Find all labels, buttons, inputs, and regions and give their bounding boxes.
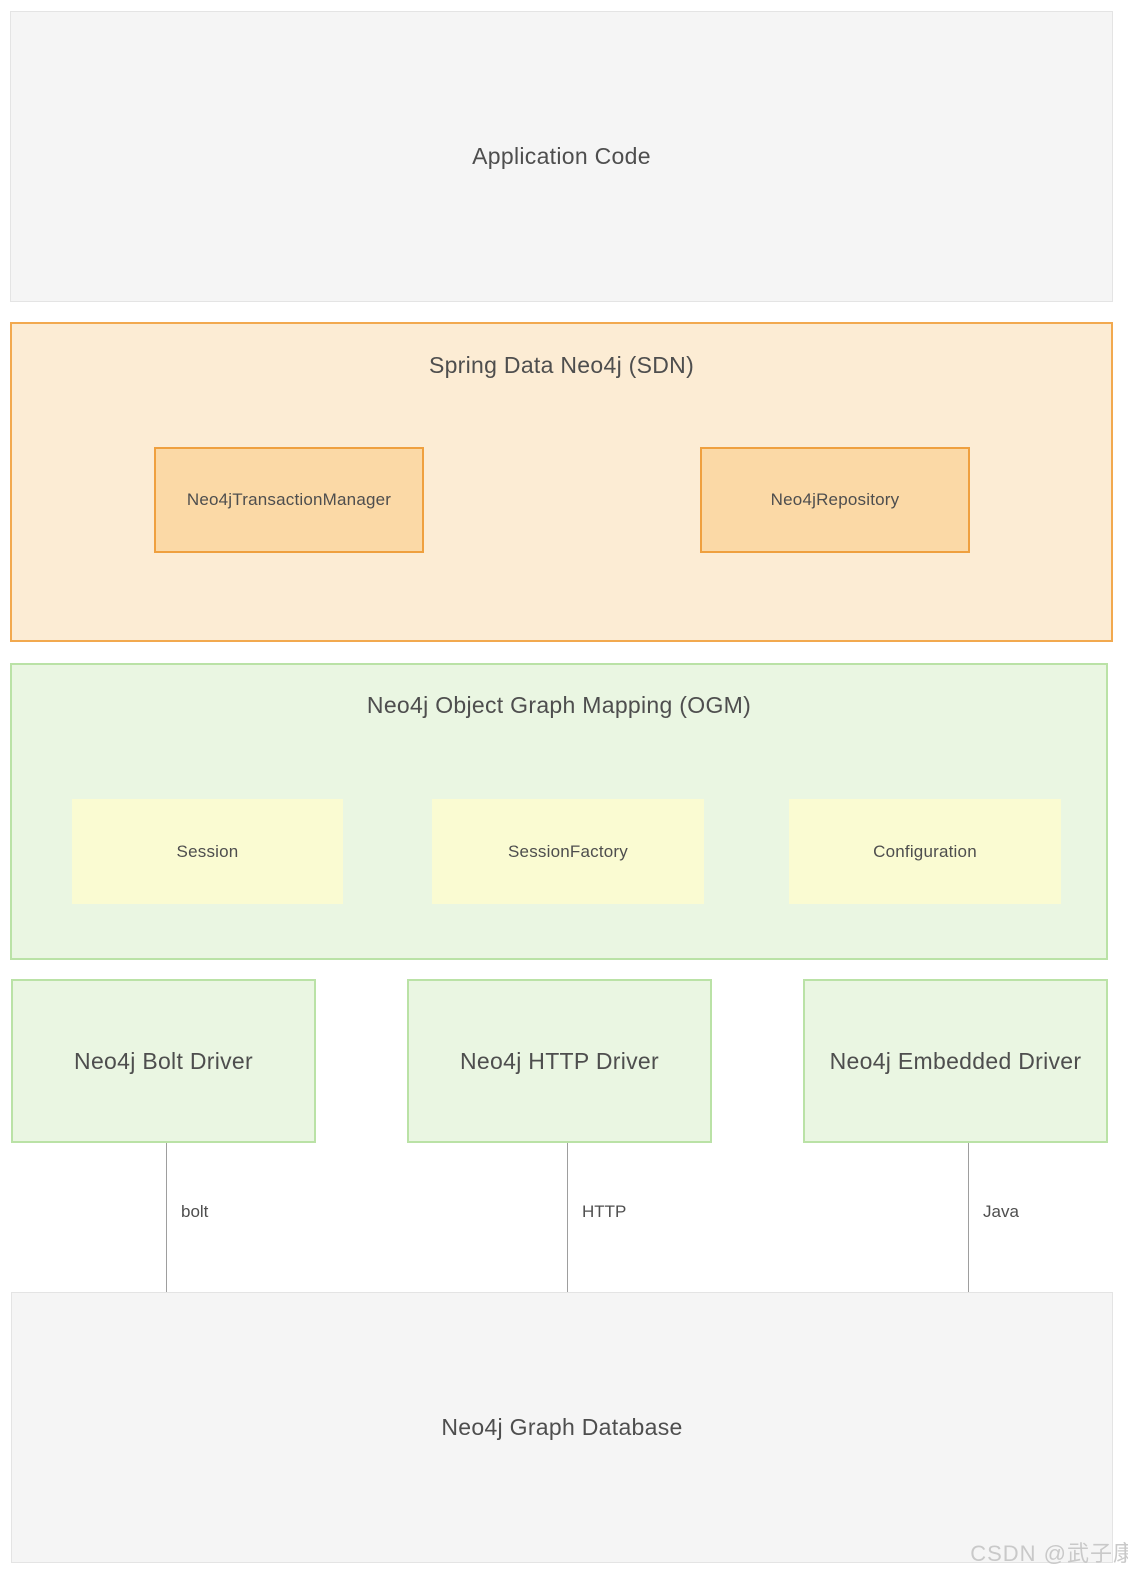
component-neo4j-bolt-driver: Neo4j Bolt Driver — [11, 979, 316, 1143]
session-factory-label: SessionFactory — [508, 841, 628, 861]
layer-neo4j-ogm: Neo4j Object Graph Mapping (OGM) Session… — [10, 663, 1108, 960]
neo4j-http-driver-label: Neo4j HTTP Driver — [460, 1047, 659, 1074]
component-configuration: Configuration — [789, 799, 1061, 904]
layer-application-code: Application Code — [10, 11, 1113, 302]
connector-java-label: Java — [983, 1202, 1019, 1221]
sdn-title: Spring Data Neo4j (SDN) — [428, 352, 695, 378]
component-neo4j-embedded-driver: Neo4j Embedded Driver — [803, 979, 1108, 1143]
application-code-label: Application Code — [472, 143, 651, 169]
watermark: CSDN @武子康 — [970, 1541, 1128, 1566]
component-neo4j-repository: Neo4jRepository — [700, 447, 970, 553]
connector-bolt-line — [166, 1143, 167, 1292]
ogm-title: Neo4j Object Graph Mapping (OGM) — [366, 692, 752, 718]
component-session-factory: SessionFactory — [432, 799, 704, 904]
connector-bolt-label: bolt — [181, 1202, 209, 1221]
component-neo4j-http-driver: Neo4j HTTP Driver — [407, 979, 712, 1143]
connector-java-line — [968, 1143, 969, 1292]
connector-http-label: HTTP — [582, 1202, 627, 1221]
component-neo4j-transaction-manager: Neo4jTransactionManager — [154, 447, 424, 553]
component-session: Session — [72, 799, 343, 904]
session-label: Session — [176, 841, 239, 861]
layer-neo4j-graph-database: Neo4j Graph Database — [11, 1292, 1113, 1563]
neo4j-embedded-driver-label: Neo4j Embedded Driver — [829, 1047, 1082, 1074]
neo4j-bolt-driver-label: Neo4j Bolt Driver — [74, 1047, 253, 1074]
connector-http-line — [567, 1143, 568, 1292]
neo4j-repository-label: Neo4jRepository — [770, 490, 900, 509]
layer-spring-data-neo4j: Spring Data Neo4j (SDN) Neo4jTransaction… — [10, 322, 1113, 642]
configuration-label: Configuration — [873, 841, 977, 861]
neo4j-transaction-manager-label: Neo4jTransactionManager — [186, 490, 392, 509]
neo4j-graph-database-label: Neo4j Graph Database — [441, 1414, 683, 1440]
